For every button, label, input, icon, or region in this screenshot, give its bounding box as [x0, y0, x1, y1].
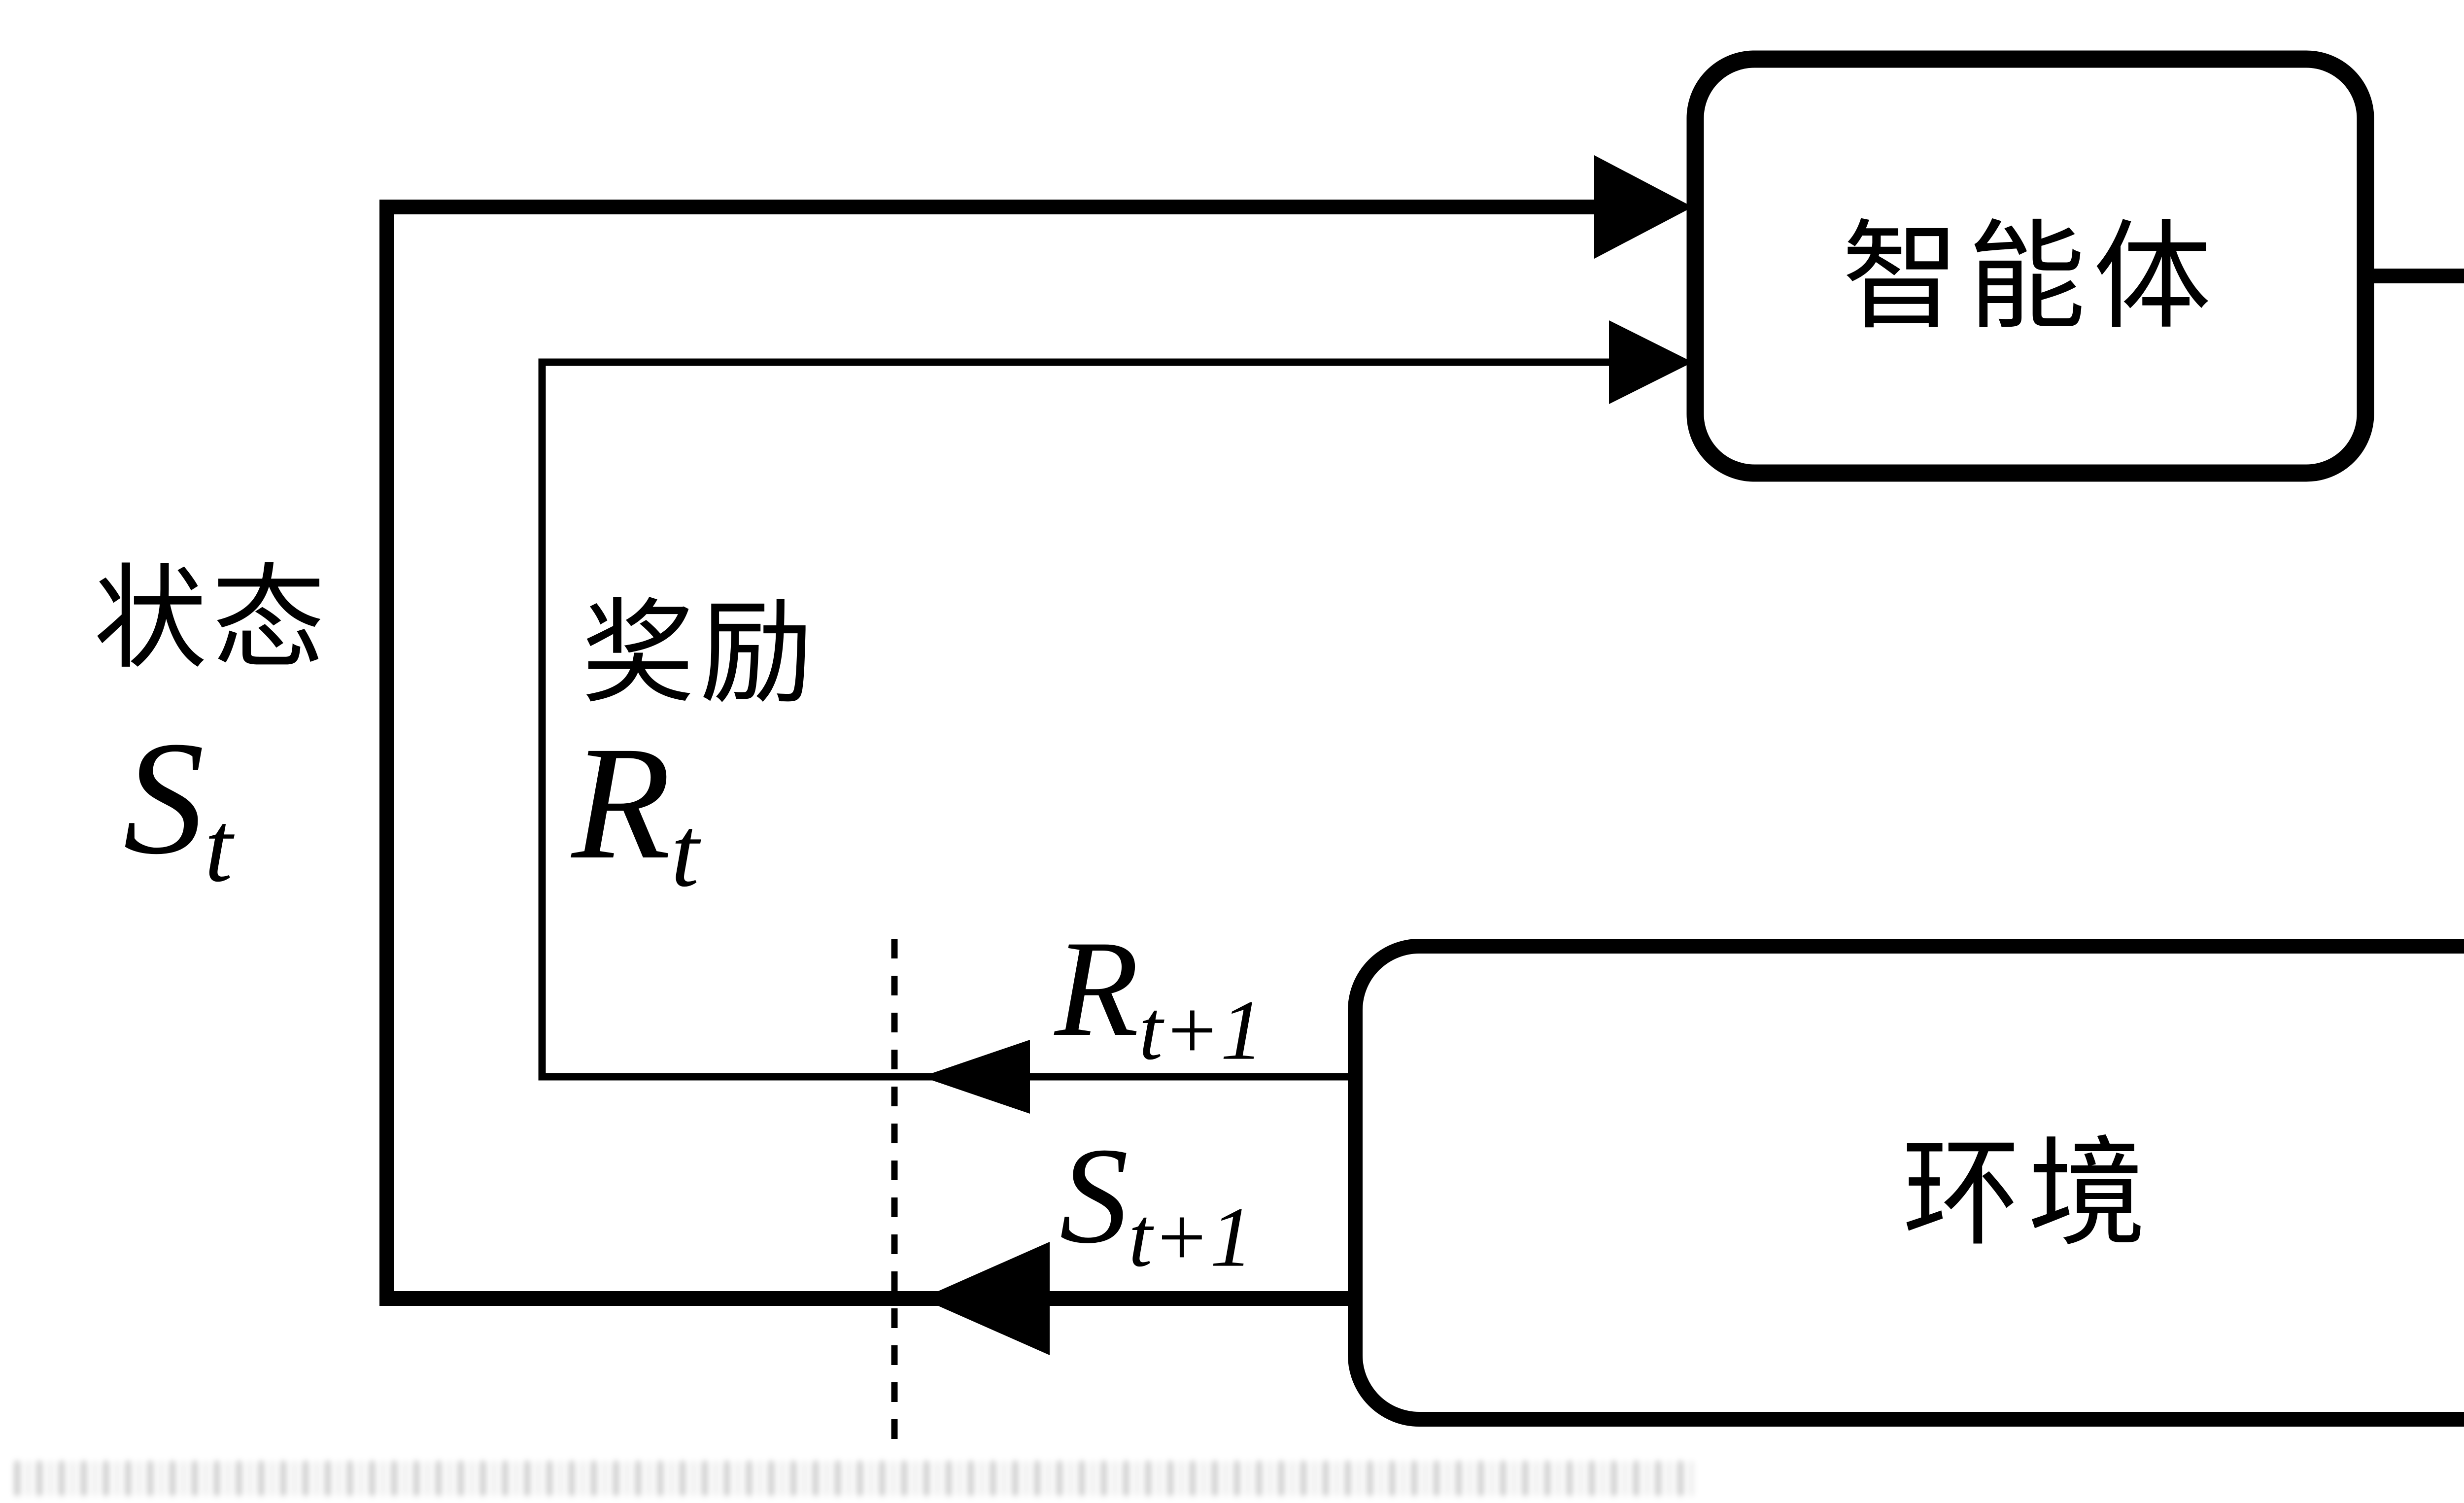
reward-next-main: R [1055, 914, 1139, 1067]
state-next-symbol: St+1 [1060, 1128, 1253, 1282]
state-into-agent-arrowhead-icon [1594, 155, 1693, 259]
state-next-arrowhead-icon [922, 1242, 1050, 1355]
agent-box [1686, 50, 2374, 482]
reward-next-sub: t+1 [1139, 982, 1264, 1079]
reward-symbol-sub: t [671, 797, 699, 908]
reward-symbol-main: R [572, 715, 671, 894]
reward-into-agent-arrowhead-icon [1609, 320, 1693, 404]
state-name-label: 状态 [94, 552, 330, 685]
state-symbol-main: S [123, 710, 205, 889]
cropped-caption-strip [15, 1461, 1695, 1496]
reward-next-symbol: Rt+1 [1055, 922, 1263, 1075]
environment-box-label: 环境 [1902, 1126, 2154, 1264]
state-next-sub: t+1 [1129, 1189, 1253, 1286]
environment-box [1348, 939, 2464, 1427]
state-symbol-sub: t [205, 792, 233, 903]
state-loop-line [379, 200, 1607, 1306]
state-next-main: S [1060, 1121, 1129, 1274]
reward-name-label: 奖励 [582, 586, 818, 719]
reward-next-arrowhead-icon [922, 1040, 1030, 1114]
state-symbol: St [123, 718, 233, 903]
agent-box-label: 智能体 [1842, 209, 2219, 347]
reward-symbol: Rt [572, 723, 699, 908]
